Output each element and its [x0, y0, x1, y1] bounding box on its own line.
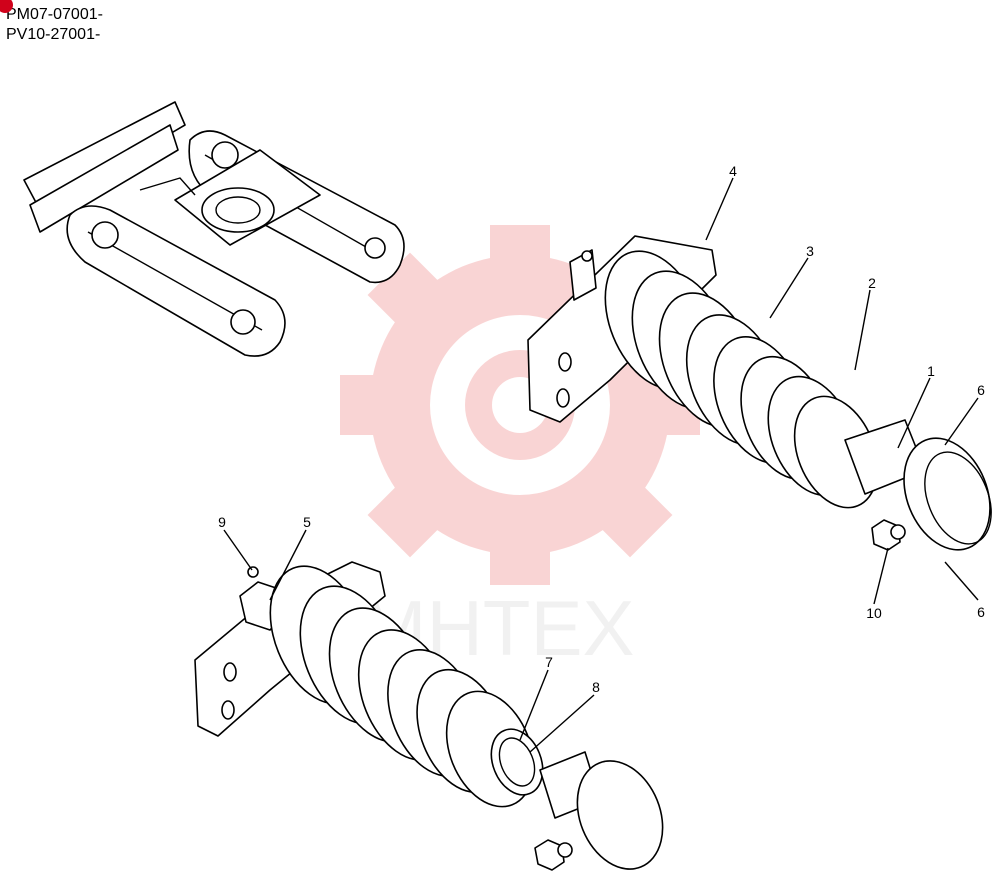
callout-number: 10 [866, 605, 882, 621]
spring-coils [604, 250, 879, 509]
callout-number: 6 [977, 382, 985, 398]
callout-number: 7 [545, 654, 553, 670]
callout-number: 6 [977, 604, 985, 620]
serial-number: PM07-07001- [6, 6, 103, 23]
spring-coils [269, 565, 535, 808]
callout-number: 3 [806, 243, 814, 259]
callout-number: 2 [868, 275, 876, 291]
callout-number: 9 [218, 514, 226, 530]
callout-number: 5 [303, 514, 311, 530]
idler-cushion-assembly-lower [194, 561, 664, 871]
grease-fitting-icon [534, 839, 573, 871]
serial-number: PV10-27001- [6, 26, 101, 43]
undercarriage-sketch [23, 101, 405, 357]
callout-number: 4 [729, 163, 737, 179]
leader-lines [223, 177, 979, 753]
callouts: 4 3 2 1 6 6 10 9 5 7 8 [218, 163, 985, 695]
callout-number: 1 [927, 363, 935, 379]
serial-number-block: PM07-07001- PV10-27001- [0, 0, 103, 45]
idler-cushion-assembly-upper [527, 235, 992, 551]
status-badge [0, 0, 13, 13]
callout-number: 8 [592, 679, 600, 695]
grease-fitting-icon [871, 519, 906, 551]
